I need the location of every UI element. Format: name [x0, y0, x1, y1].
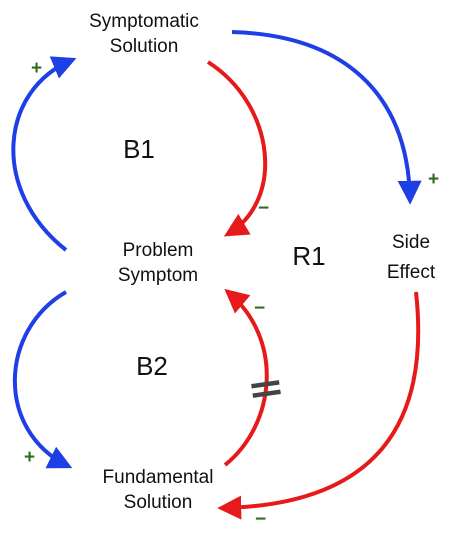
link-symptomatic-to-side-effect: [231, 30, 422, 205]
link-problem-to-fundamental: [12, 290, 73, 469]
polarity-plus-problem-to-symptomatic: +: [31, 58, 42, 79]
node-fundamental-solution: Fundamental Solution: [103, 467, 214, 513]
node-side-effect-line1: Side: [392, 232, 430, 253]
node-side-effect-line2: Effect: [387, 262, 436, 283]
node-symptomatic-solution-line1: Symptomatic: [89, 11, 199, 32]
polarity-plus-problem-to-fundamental: +: [24, 447, 35, 468]
node-fundamental-solution-line1: Fundamental: [103, 467, 214, 488]
link-symptomatic-to-problem: [206, 60, 268, 237]
polarity-minus-symptomatic-to-problem: −: [258, 198, 269, 219]
node-symptomatic-solution: Symptomatic Solution: [89, 11, 199, 57]
link-side-effect-to-fundamental: [217, 291, 421, 520]
link-problem-to-symptomatic: [11, 56, 77, 252]
loop-label-b1: B1: [123, 134, 155, 164]
node-fundamental-solution-line2: Solution: [124, 492, 193, 513]
delay-mark: [251, 380, 281, 398]
polarity-minus-fundamental-to-problem: −: [254, 298, 265, 319]
loop-label-r1: R1: [292, 241, 325, 271]
loop-label-b2: B2: [136, 351, 168, 381]
node-problem-symptom-line2: Symptom: [118, 265, 198, 286]
node-problem-symptom-line1: Problem: [123, 240, 194, 261]
node-problem-symptom: Problem Symptom: [118, 240, 198, 286]
node-symptomatic-solution-line2: Solution: [110, 36, 179, 57]
polarity-plus-symptomatic-to-side-effect: +: [428, 169, 439, 190]
node-side-effect: Side Effect: [387, 232, 436, 283]
link-fundamental-to-problem: [223, 288, 269, 467]
polarity-minus-side-effect-to-fundamental: −: [255, 509, 266, 530]
